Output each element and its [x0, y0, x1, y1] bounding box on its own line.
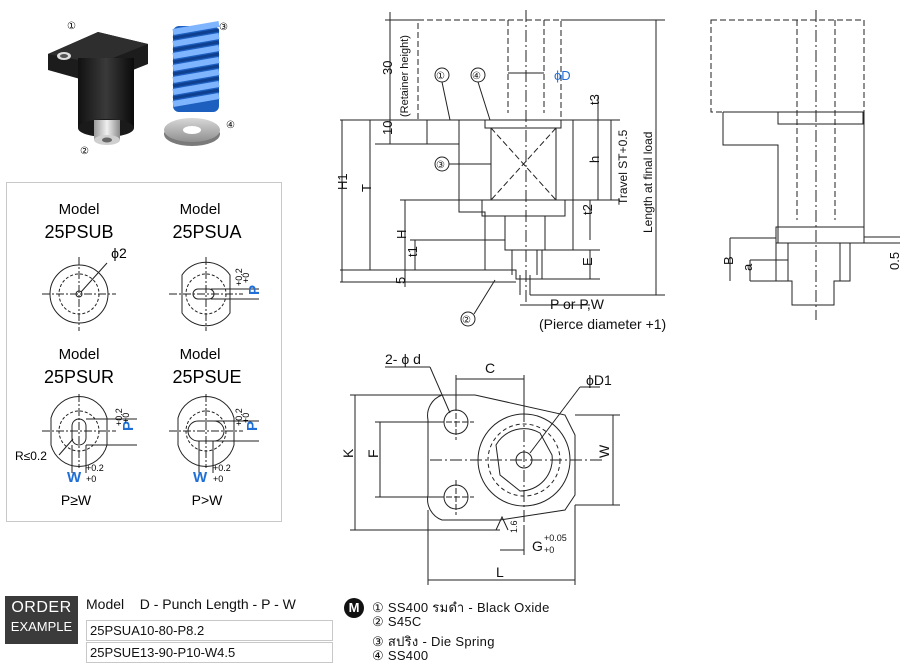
model-label-3: Model	[59, 346, 100, 363]
order-example-badge: ORDER EXAMPLE	[5, 596, 78, 644]
dim-5: 5	[393, 277, 408, 284]
model-name-2: 25PSUA	[172, 222, 241, 242]
dim-phiD: ϕD	[554, 68, 571, 83]
travel-label: Travel ST+0.5	[616, 129, 630, 205]
dim-h: h	[587, 156, 602, 163]
dim-L: L	[496, 564, 504, 580]
condition-r: P≥W	[61, 492, 92, 508]
dim-G: G	[532, 538, 543, 554]
dim-H1: H1	[335, 173, 350, 190]
tol-lower-a: +0	[241, 273, 251, 283]
retainer-height-label: (Retainer height)	[399, 35, 411, 117]
material-item-1: ① SS400 รมดำ - Black Oxide	[372, 600, 550, 615]
dim-E: E	[580, 257, 595, 266]
order-badge-line1: ORDER	[11, 599, 72, 616]
dim-t2: t2	[580, 204, 595, 215]
tol-lower-r: +0	[121, 413, 131, 423]
condition-e: P>W	[192, 492, 224, 508]
model-variants-panel: Model 25PSUB Model 25PSUA Model 25PSUR M…	[6, 182, 282, 522]
dim-w-e: W	[193, 469, 208, 486]
tol-upper-r: +0.2	[114, 408, 124, 426]
length-final-label: Length at final load	[641, 132, 655, 233]
dim-p-r: P	[120, 421, 137, 431]
order-header: Model D - Punch Length - P - W	[86, 596, 296, 612]
dim-K: K	[340, 448, 356, 458]
variant-r-drawing	[42, 394, 137, 473]
dim-t3: t3	[587, 94, 602, 105]
dim-phiD1: ϕD1	[586, 372, 612, 388]
hole-label: 2- ϕ d	[385, 351, 421, 367]
marker-1: ①	[67, 21, 76, 32]
roughness: 1.6	[509, 520, 519, 533]
g-lower: +0	[544, 545, 554, 555]
marker-2: ②	[80, 146, 89, 157]
order-row: 25PSUE13-90-P10-W4.5	[86, 642, 333, 663]
order-row: 25PSUA10-80-P8.2	[86, 620, 333, 641]
dim-W-plan: W	[596, 444, 612, 458]
dim-t1: t1	[405, 246, 420, 257]
model-label-4: Model	[180, 346, 221, 363]
tol-lower-w-r: +0	[86, 474, 96, 484]
callout-4: ④	[472, 71, 481, 82]
model-label-2: Model	[180, 201, 221, 218]
dim-C: C	[485, 360, 495, 376]
material-item-3: ③ สปริง - Die Spring	[372, 634, 495, 649]
variant-e-drawing	[169, 394, 259, 473]
dim-10: 10	[380, 121, 395, 135]
dim-B: B	[721, 256, 736, 265]
dim-a: a	[740, 263, 755, 271]
material-icon: M	[344, 598, 364, 618]
dim-p-e: P	[244, 421, 261, 431]
pierce-label: (Pierce diameter +1)	[539, 316, 666, 332]
tol-upper-e: +0.2	[234, 408, 244, 426]
dim-p-a: P	[246, 285, 263, 295]
g-upper: +0.05	[544, 533, 567, 543]
tol-lower-w-e: +0	[213, 474, 223, 484]
sectional-drawing: (Retainer height) 30 10 H1 T H t1 5 t3 h…	[335, 10, 902, 332]
dim-H: H	[394, 230, 409, 239]
order-badge-line2: EXAMPLE	[10, 619, 73, 634]
tol-upper-w-r: +0.2	[86, 463, 104, 473]
model-name-1: 25PSUB	[44, 222, 113, 242]
radius-label: R≤0.2	[15, 449, 47, 463]
plan-view-drawing: 2- ϕ d C ϕD1 K F W 1.6 G +0.05 +0 L	[340, 351, 620, 585]
dim-phi2: ϕ2	[111, 245, 127, 261]
washer-image	[164, 118, 220, 146]
marker-3: ③	[219, 22, 228, 33]
callout-1: ①	[436, 71, 445, 82]
dim-T: T	[359, 184, 374, 192]
callout-2: ②	[462, 315, 471, 326]
dim-F: F	[365, 449, 381, 458]
marker-4: ④	[226, 120, 235, 131]
tol-upper-w-e: +0.2	[213, 463, 231, 473]
p-or-pw-label: P or P,W	[550, 296, 605, 312]
dim-0-5: 0.5	[887, 252, 902, 270]
model-label-1: Model	[59, 201, 100, 218]
model-variants-drawing: Model 25PSUB Model 25PSUA Model 25PSUR M…	[15, 201, 263, 508]
die-spring-image	[172, 21, 220, 112]
model-name-4: 25PSUE	[172, 367, 241, 387]
variant-a-drawing	[169, 257, 259, 331]
tol-lower-e: +0	[241, 413, 251, 423]
dim-w-r: W	[67, 469, 82, 486]
variant-b-drawing	[42, 257, 116, 331]
material-item-2: ② S45C	[372, 614, 422, 629]
parts-photo: ① ② ③ ④	[48, 21, 235, 157]
retainer-image	[48, 32, 148, 145]
tol-upper-a: +0.2	[234, 268, 244, 286]
dim-30: 30	[380, 61, 395, 75]
callout-3: ③	[436, 160, 445, 171]
material-item-4: ④ SS400	[372, 648, 429, 663]
model-name-3: 25PSUR	[44, 367, 114, 387]
